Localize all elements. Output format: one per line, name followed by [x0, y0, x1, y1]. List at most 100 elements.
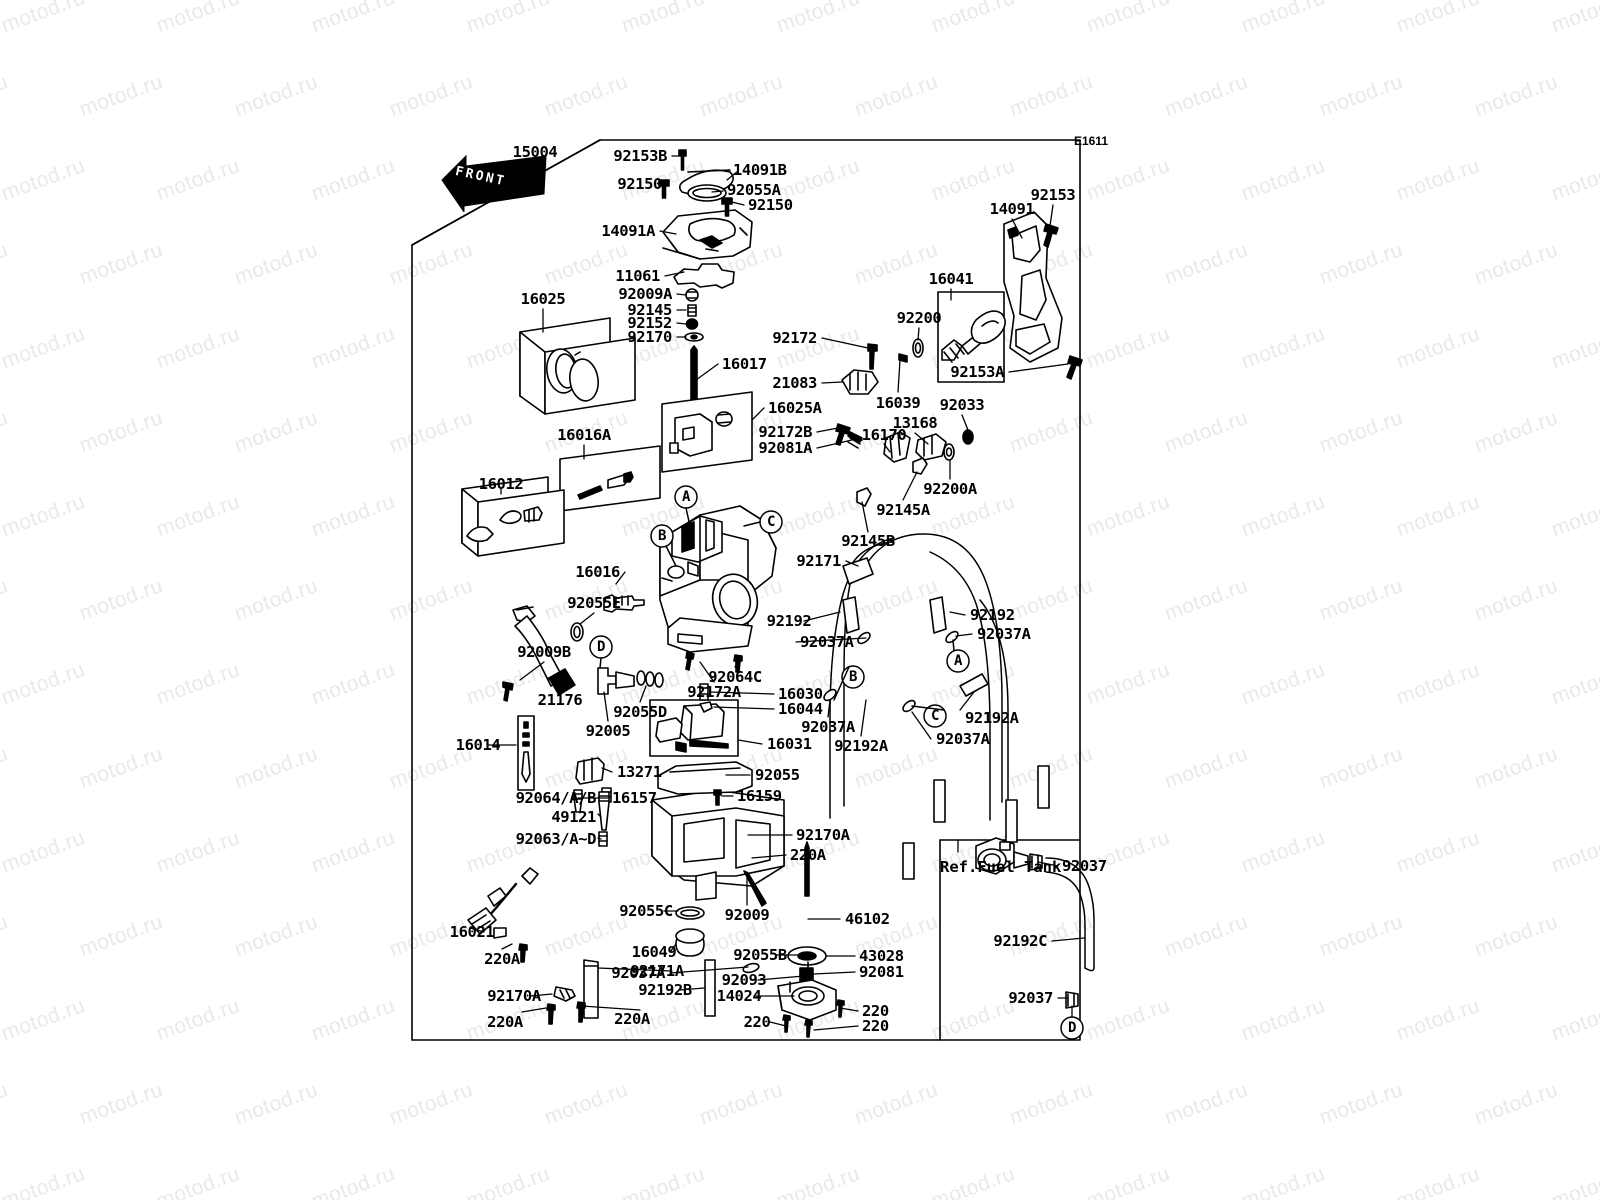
circle-marker-a: A	[953, 653, 963, 669]
part-220-a	[782, 1014, 791, 1033]
part-number-220: 220	[862, 1017, 889, 1035]
part-number-220A: 220A	[487, 1013, 523, 1031]
part-number-92153: 92153	[1030, 186, 1076, 204]
part-number-16041: 16041	[928, 270, 974, 288]
part-number-220: 220	[862, 1002, 889, 1020]
part-14024-bracket	[777, 979, 837, 1021]
part-number-16012: 16012	[478, 475, 524, 493]
part-92009B-screw	[502, 681, 514, 702]
part-number-92037A: 92037A	[936, 730, 990, 748]
part-number-92055D: 92055D	[613, 703, 667, 721]
leader-lines	[469, 155, 1085, 1031]
part-number-13271: 13271	[617, 763, 662, 781]
part-92037-clip-bottom	[1065, 991, 1079, 1009]
part-49121	[598, 791, 610, 831]
part-16016	[603, 594, 645, 613]
part-92192B	[704, 959, 716, 1017]
part-number-16016A: 16016A	[557, 426, 611, 444]
part-number-92055A: 92055A	[727, 181, 781, 199]
part-number-92171A: 92171A	[630, 962, 684, 980]
part-number-16030: 16030	[778, 685, 823, 703]
clamp-ra	[1037, 765, 1050, 809]
part-number-92009A: 92009A	[618, 285, 672, 303]
circle-marker-b: B	[657, 528, 667, 544]
circle-marker-c: C	[766, 514, 776, 530]
part-number-92152: 92152	[627, 314, 672, 332]
part-number-16049: 16049	[631, 943, 677, 961]
part-number-11061: 11061	[615, 267, 660, 285]
part-92150-right	[721, 197, 733, 217]
circle-marker-b: B	[848, 669, 858, 685]
part-92170A-left	[553, 986, 576, 1002]
part-21176	[512, 605, 576, 696]
circle-marker-d: D	[596, 639, 606, 655]
part-number-14091B: 14091B	[733, 161, 787, 179]
part-number-92172: 92172	[772, 329, 817, 347]
part-11061-gasket	[673, 263, 735, 289]
part-92009-screw	[743, 870, 767, 907]
part-92145A	[912, 457, 928, 475]
part-number-220A: 220A	[484, 950, 520, 968]
part-number-16159: 16159	[737, 787, 782, 805]
part-number-92200: 92200	[896, 309, 942, 327]
part-92153B	[678, 149, 687, 171]
diagram-code: E1611	[1073, 134, 1108, 148]
part-220A-2	[546, 1003, 556, 1025]
part-21083	[841, 369, 879, 395]
part-number-92055B: 92055B	[733, 946, 787, 964]
part-46102	[804, 841, 810, 897]
part-number-21083: 21083	[772, 374, 817, 392]
part-number-92033: 92033	[939, 396, 985, 414]
part-number-16025A: 16025A	[768, 399, 822, 417]
part-43028	[787, 946, 827, 966]
part-16041-box	[937, 291, 1006, 383]
part-float-chamber	[651, 789, 785, 901]
circle-marker-a: A	[681, 489, 691, 505]
part-number-92192: 92192	[766, 612, 812, 630]
part-number-220A: 220A	[614, 1010, 650, 1028]
part-number-92170: 92170	[627, 328, 672, 346]
part-92145	[687, 304, 697, 317]
part-16159	[713, 789, 722, 806]
part-number-92055: 92055	[755, 766, 800, 784]
part-number-92009B: 92009B	[517, 643, 571, 661]
part-16031-box	[649, 699, 739, 757]
part-number-43028: 43028	[859, 947, 904, 965]
part-14091A-top-cover	[662, 209, 753, 260]
part-92171A	[583, 959, 599, 1019]
front-direction-marker: FRONT	[440, 150, 552, 212]
part-92064C	[733, 654, 743, 673]
part-92055E	[570, 622, 584, 642]
part-number-92064AB: 92064/A/B	[515, 789, 597, 807]
part-number-92192: 92192	[970, 606, 1015, 624]
part-fuel-valve	[975, 837, 1029, 875]
part-number-92037A: 92037A	[800, 633, 854, 651]
part-92152	[685, 318, 699, 330]
part-number-92037A: 92037A	[801, 718, 855, 736]
part-92172A	[685, 651, 695, 671]
part-carburetor-body	[659, 505, 777, 653]
part-92033	[962, 429, 974, 445]
part-16044	[699, 701, 713, 713]
part-16049	[675, 928, 705, 957]
part-number-220A: 220A	[790, 846, 826, 864]
part-220A-1	[518, 943, 528, 963]
part-16021-cable	[467, 867, 539, 939]
part-number-92093: 92093	[721, 971, 767, 989]
part-92153-screw	[1043, 223, 1059, 248]
part-16039	[898, 353, 908, 363]
part-14091-lever	[1003, 211, 1063, 363]
part-number-92150: 92150	[617, 175, 662, 193]
clamp-92192A-a	[959, 673, 989, 697]
part-number-92172A: 92172A	[687, 683, 741, 701]
part-92081A	[847, 431, 863, 449]
part-number-92037A: 92037A	[611, 964, 665, 982]
part-number-92150: 92150	[748, 196, 793, 214]
part-number-14091: 14091	[989, 200, 1035, 218]
part-92192C-hose	[1045, 857, 1095, 972]
part-16025-box	[519, 317, 636, 415]
part-16016A-box	[559, 445, 661, 512]
part-220-b	[804, 1019, 813, 1038]
part-number-92037: 92037	[1008, 989, 1053, 1007]
part-16014-box	[517, 715, 535, 791]
